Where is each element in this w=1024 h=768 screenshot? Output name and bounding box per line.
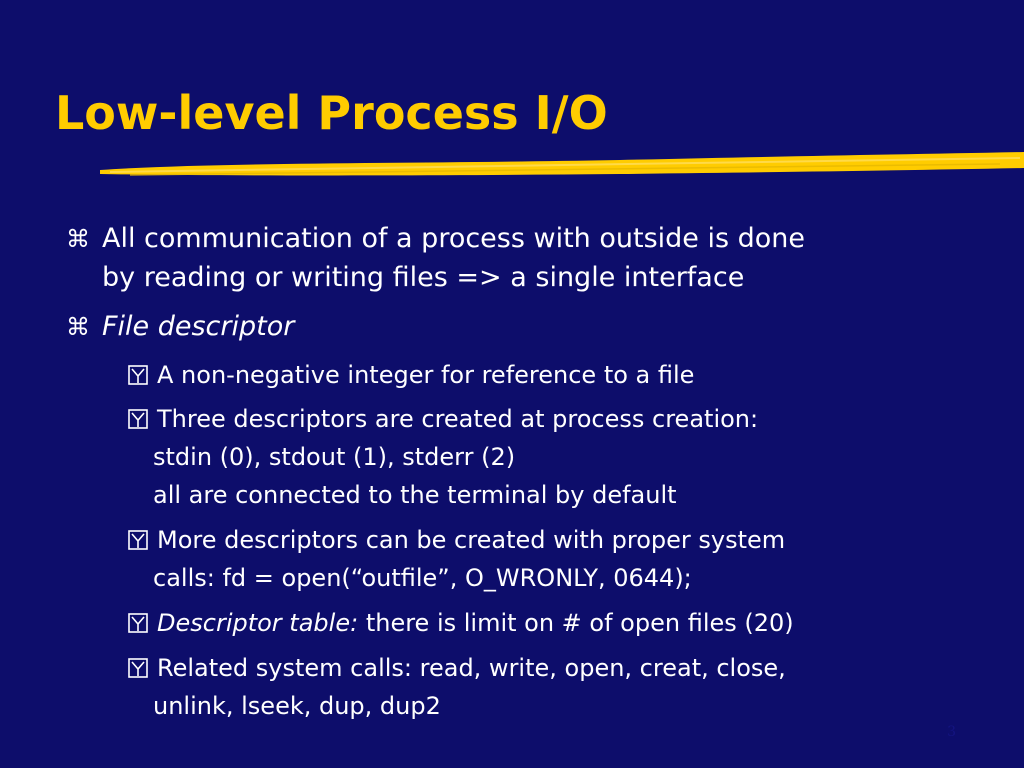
checkbox-y-icon <box>128 409 148 429</box>
descriptor-table-term: Descriptor table: <box>157 609 359 637</box>
sub-bullet-2-line-3: all are connected to the terminal by def… <box>153 481 677 509</box>
page-number: 3 <box>947 724 956 740</box>
sub-bullet-4-line-1: Descriptor table: there is limit on # of… <box>157 604 794 643</box>
sub-bullet-5-line-2: unlink, lseek, dup, dup2 <box>153 692 441 720</box>
command-key-icon: ⌘ <box>66 313 90 341</box>
checkbox-y-icon <box>128 613 148 633</box>
checkbox-y-icon <box>128 530 148 550</box>
title-underline-brush <box>100 152 1024 176</box>
sub-bullet-3-line-2: calls: fd = open(“outfile”, O_WRONLY, 06… <box>153 564 692 592</box>
checkbox-y-icon <box>128 658 148 678</box>
sub-bullet-2-line-2: stdin (0), stdout (1), stderr (2) <box>153 443 516 471</box>
sub-bullet-3-line-1: More descriptors can be created with pro… <box>157 526 786 554</box>
descriptor-table-rest: there is limit on # of open files (20) <box>358 609 794 637</box>
bullet-1-line-2: by reading or writing files => a single … <box>102 262 745 293</box>
slide-title: Low-level Process I/O <box>55 86 608 140</box>
sub-bullet-1-line-1: A non-negative integer for reference to … <box>157 361 695 389</box>
checkbox-y-icon <box>128 365 148 385</box>
bullet-2-line-1: File descriptor <box>102 311 295 342</box>
sub-bullet-5-line-1: Related system calls: read, write, open,… <box>157 654 786 682</box>
sub-bullet-2-line-1: Three descriptors are created at process… <box>157 405 759 433</box>
bullet-1-line-1: All communication of a process with outs… <box>102 223 806 254</box>
command-key-icon: ⌘ <box>66 225 90 253</box>
